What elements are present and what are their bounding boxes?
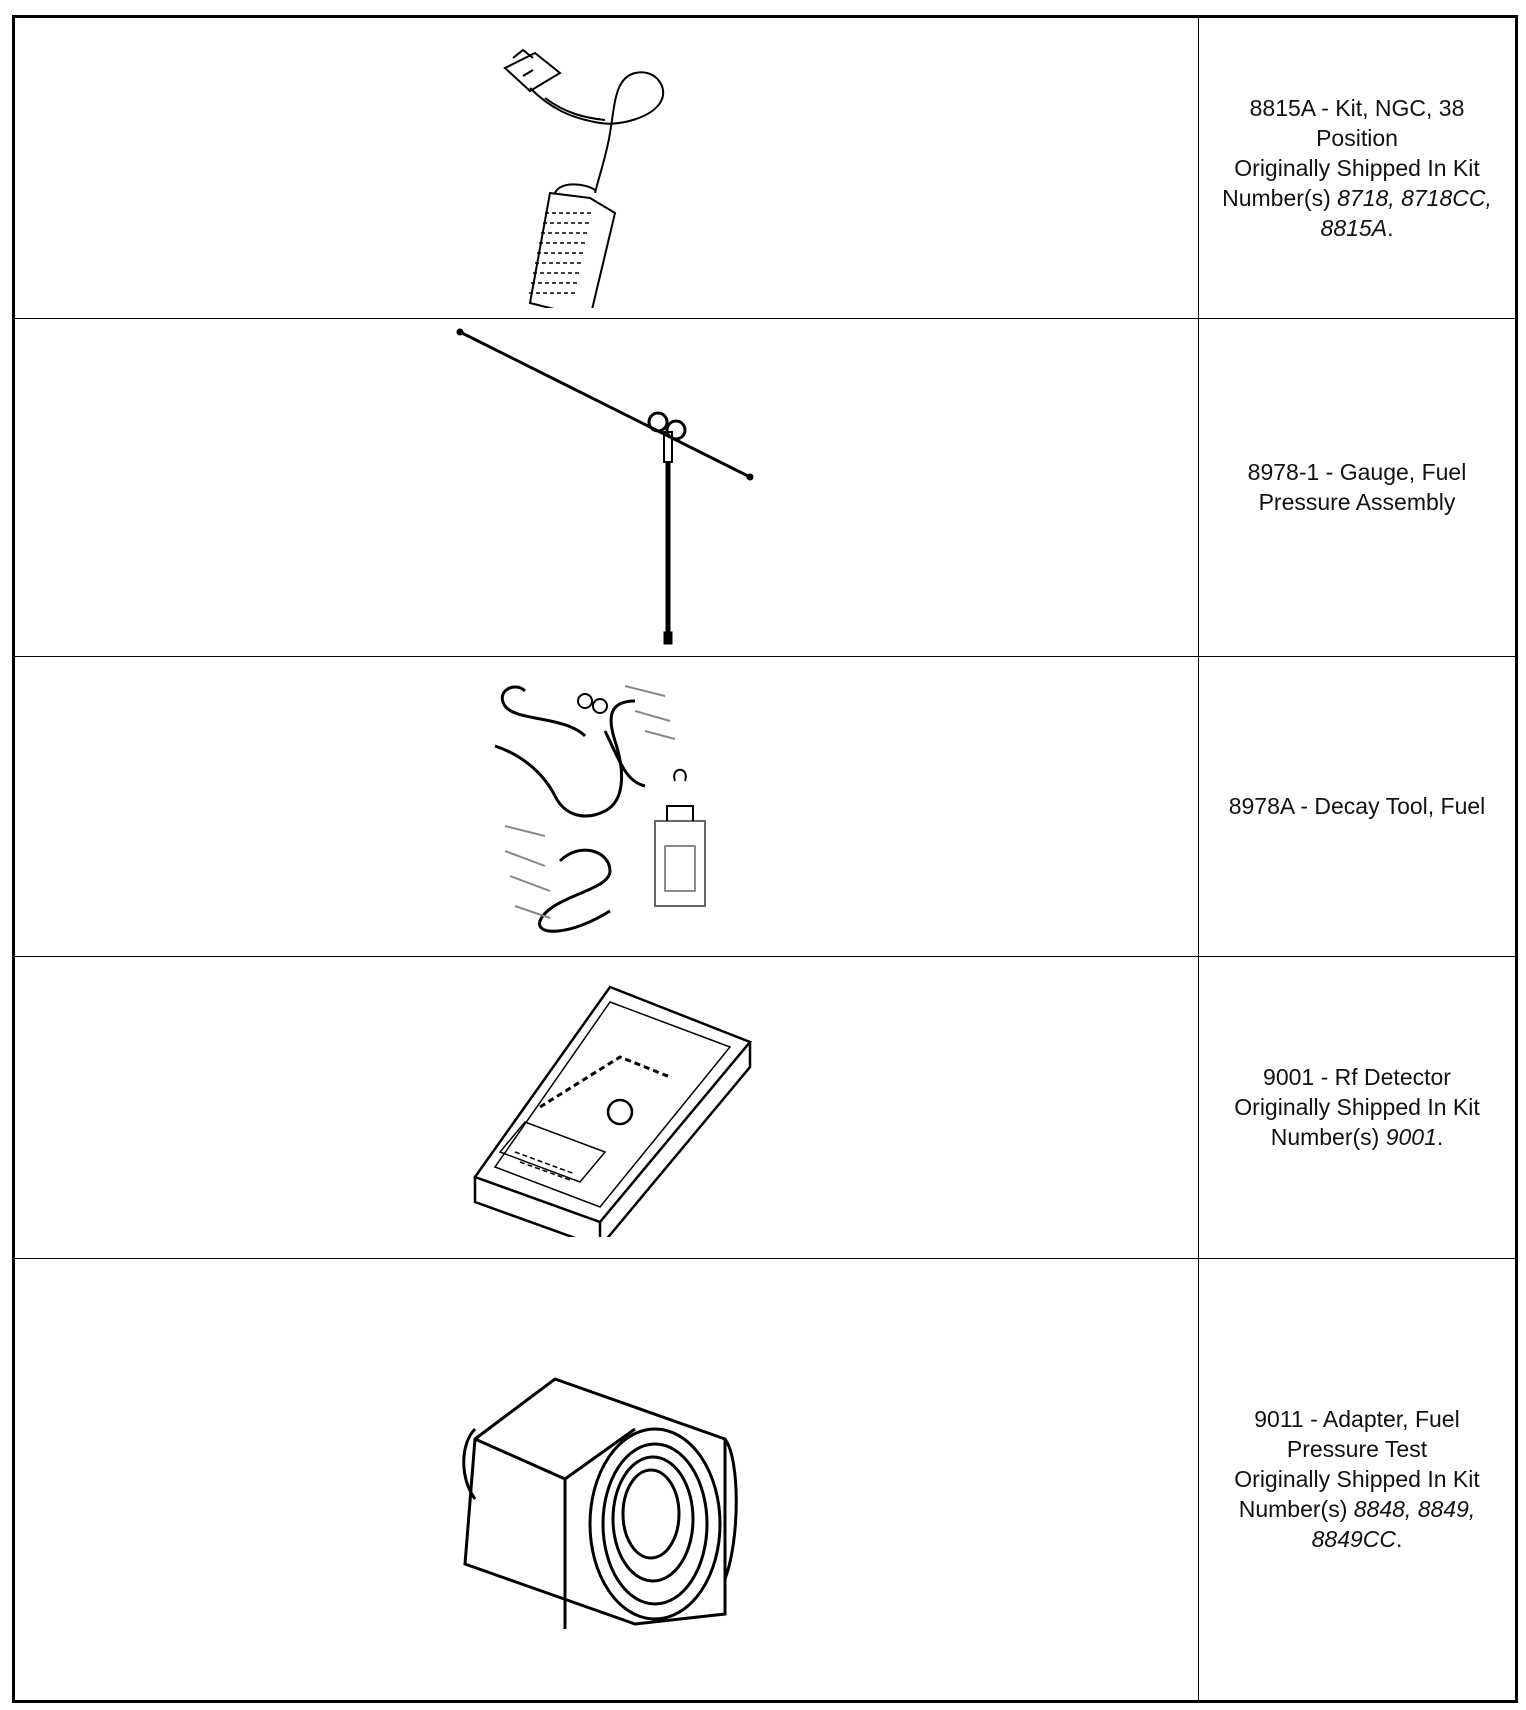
numbers-label: Number(s) — [1238, 1496, 1348, 1523]
tool-image-cell — [15, 18, 1199, 319]
tool-title: 9001 - Rf Detector — [1263, 1064, 1451, 1090]
tool-image-cell — [15, 1257, 1199, 1700]
shipped-in-kit-label: Originally Shipped In Kit — [1234, 1094, 1480, 1120]
decay-tool-kit-icon — [494, 685, 706, 933]
tool-title-cont: Pressure Assembly — [1258, 489, 1456, 515]
tool-title: 8978-1 - Gauge, Fuel — [1247, 459, 1467, 485]
tool-table-sheet: 8815A - Kit, NGC, 38 Position Originally… — [12, 15, 1518, 1703]
tool-image-cell — [15, 955, 1199, 1259]
rf-detector-icon — [473, 985, 753, 1237]
table-row: 8815A - Kit, NGC, 38 Position Originally… — [15, 18, 1515, 319]
numbers-label: Number(s) — [1270, 1124, 1380, 1150]
kit-numbers-cont: 8849CC — [1311, 1526, 1396, 1553]
table-row: 9011 - Adapter, Fuel Pressure Test Origi… — [15, 1257, 1515, 1700]
table-row: 9001 - Rf Detector Originally Shipped In… — [15, 955, 1515, 1259]
kit-numbers: 8718, 8718CC, — [1337, 184, 1492, 211]
kit-numbers: 9001 — [1385, 1124, 1437, 1150]
tool-title: 8815A - Kit, NGC, 38 — [1249, 94, 1465, 121]
table-row: 8978-1 - Gauge, Fuel Pressure Assembly — [15, 317, 1515, 657]
numbers-label: Number(s) — [1222, 184, 1331, 211]
fuel-adapter-icon — [462, 1377, 738, 1630]
table-row: 8978A - Decay Tool, Fuel — [15, 655, 1515, 957]
tool-description-cell: 8978-1 - Gauge, Fuel Pressure Assembly — [1198, 317, 1515, 657]
kit-numbers-cont: 8815A — [1320, 214, 1388, 241]
tool-title: 8978A - Decay Tool, Fuel — [1228, 793, 1486, 819]
fuel-pressure-gauge-icon — [456, 328, 754, 645]
tool-description-cell: 8978A - Decay Tool, Fuel — [1198, 655, 1515, 957]
ngc-connector-kit-icon — [503, 48, 665, 308]
special-tools-table: 8815A - Kit, NGC, 38 Position Originally… — [15, 18, 1515, 1700]
tool-description-cell: 9001 - Rf Detector Originally Shipped In… — [1198, 955, 1515, 1259]
tool-image-cell — [15, 655, 1199, 957]
kit-numbers: 8848, 8849, — [1353, 1496, 1476, 1523]
tool-description-cell: 8815A - Kit, NGC, 38 Position Originally… — [1198, 18, 1515, 319]
tool-description-cell: 9011 - Adapter, Fuel Pressure Test Origi… — [1198, 1257, 1515, 1700]
tool-image-cell — [15, 317, 1199, 657]
tool-title: 9011 - Adapter, Fuel — [1254, 1406, 1460, 1433]
tool-title-cont: Pressure Test — [1286, 1436, 1428, 1463]
shipped-in-kit-label: Originally Shipped In Kit — [1234, 154, 1480, 181]
shipped-in-kit-label: Originally Shipped In Kit — [1234, 1466, 1480, 1493]
tool-title-cont: Position — [1316, 124, 1398, 151]
